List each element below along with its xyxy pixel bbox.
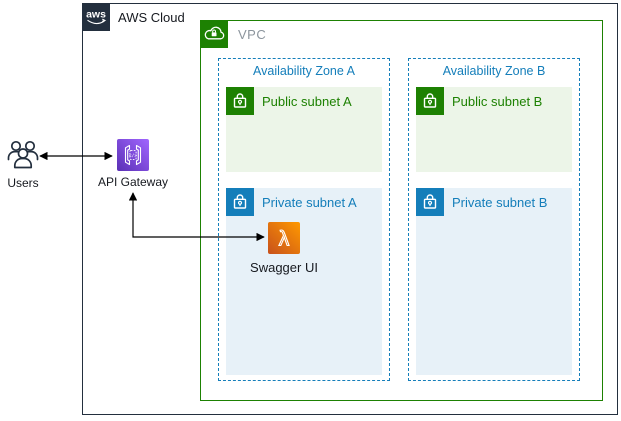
aws-smile-swoosh bbox=[87, 19, 105, 25]
aws-logo-text: aws bbox=[86, 9, 106, 21]
swagger-ui-label: Swagger UI bbox=[250, 260, 318, 275]
availability-zone-b: Availability Zone B Public subnet B bbox=[408, 58, 580, 381]
public-subnet-b-label: Public subnet B bbox=[452, 94, 543, 109]
aws-smile-tip bbox=[102, 18, 107, 22]
public-subnet-b: Public subnet B bbox=[416, 87, 572, 172]
vpc-icon bbox=[200, 20, 228, 48]
api-gateway-icon: </> bbox=[117, 139, 149, 171]
cloud-lock-shackle bbox=[212, 29, 216, 33]
private-subnet-b-label: Private subnet B bbox=[452, 195, 548, 210]
aws-cloud-group: aws AWS Cloud VPC Availability Zone A bbox=[82, 3, 618, 415]
users-label: Users bbox=[7, 176, 39, 190]
public-subnet-a: Public subnet A bbox=[226, 87, 382, 172]
public-subnet-lock-icon bbox=[226, 87, 254, 115]
aws-logo-icon: aws bbox=[82, 3, 110, 31]
availability-zone-a: Availability Zone A Public subnet A bbox=[218, 58, 390, 381]
availability-zone-a-label: Availability Zone A bbox=[253, 64, 355, 78]
api-gateway-label: API Gateway bbox=[97, 175, 169, 189]
code-glyph: </> bbox=[129, 153, 137, 159]
cloud-lock-body bbox=[211, 32, 217, 37]
public-subnet-a-label: Public subnet A bbox=[262, 94, 352, 109]
private-subnet-lock-icon bbox=[226, 188, 254, 216]
private-subnet-lock-icon bbox=[416, 188, 444, 216]
vpc-label: VPC bbox=[238, 27, 267, 42]
public-subnet-lock-icon bbox=[416, 87, 444, 115]
private-subnet-a-label: Private subnet A bbox=[262, 195, 357, 210]
vpc-group: VPC Availability Zone A Public subnet A bbox=[200, 20, 603, 401]
availability-zone-b-label: Availability Zone B bbox=[442, 64, 546, 78]
users-icon bbox=[5, 137, 41, 173]
lambda-glyph: λ bbox=[279, 228, 290, 251]
private-subnet-b: Private subnet B bbox=[416, 188, 572, 375]
private-subnet-a: Private subnet A bbox=[226, 188, 382, 375]
aws-cloud-label: AWS Cloud bbox=[118, 10, 185, 25]
lambda-icon: λ bbox=[268, 222, 300, 254]
cloud-outline bbox=[204, 26, 225, 40]
